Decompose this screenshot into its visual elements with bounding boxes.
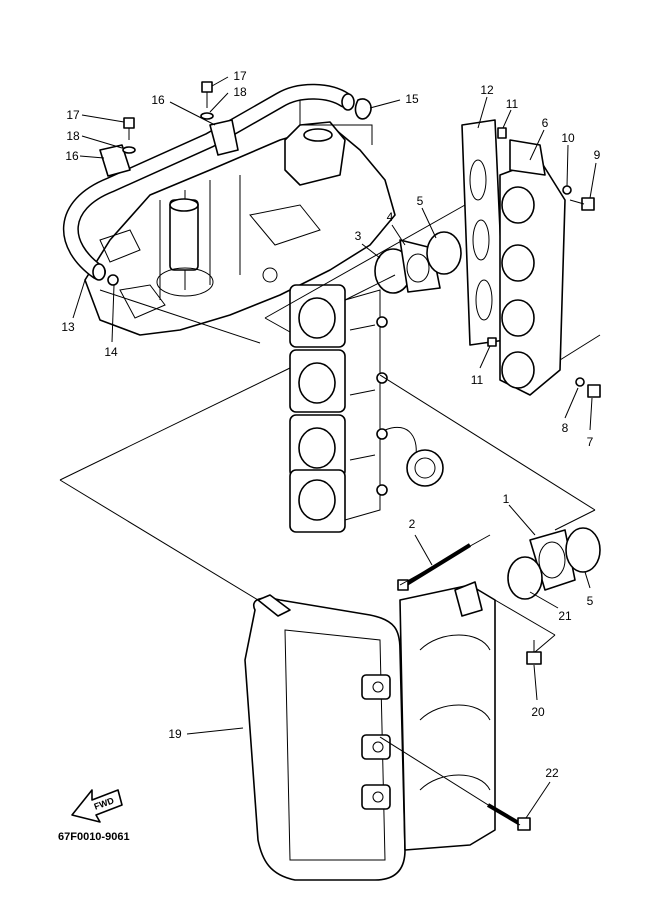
intake-manifold-6 <box>499 139 566 396</box>
engine-block <box>84 121 396 336</box>
callout-10: 10 <box>561 131 575 145</box>
callout-17-lower: 17 <box>66 108 80 122</box>
callouts: 1 2 3 4 5 5 6 7 8 9 10 11 11 12 13 14 15 <box>61 69 601 819</box>
callout-16-upper: 16 <box>151 93 165 107</box>
intake-gasket-12 <box>461 119 506 346</box>
callout-18-upper: 18 <box>233 85 247 99</box>
callout-15: 15 <box>405 92 419 106</box>
callout-17-upper: 17 <box>233 69 247 83</box>
diagram-code: 67F0010-9061 <box>58 831 130 843</box>
callout-3: 3 <box>355 229 362 243</box>
fwd-arrow-icon: FWD <box>71 789 123 823</box>
reference-lines <box>59 100 601 826</box>
callout-16-lower: 16 <box>65 149 79 163</box>
hose-clamp <box>99 119 239 177</box>
manifold-fasteners <box>487 127 601 398</box>
callout-18-lower: 18 <box>66 129 80 143</box>
callout-5-upper: 5 <box>417 194 424 208</box>
callout-11-upper: 11 <box>506 97 519 111</box>
callout-12: 12 <box>480 83 494 97</box>
callout-7: 7 <box>587 435 594 449</box>
hose-13 <box>63 83 355 281</box>
callout-13: 13 <box>61 320 75 334</box>
bolt-20 <box>526 640 542 665</box>
callout-6: 6 <box>542 116 549 130</box>
callout-19: 19 <box>168 727 182 741</box>
callout-4: 4 <box>387 210 394 224</box>
intake-silencer-19 <box>244 581 496 881</box>
small-fasteners <box>107 81 372 286</box>
callout-1: 1 <box>503 492 510 506</box>
flange-gasket-lower <box>507 527 601 600</box>
callout-9: 9 <box>594 148 601 162</box>
callout-8: 8 <box>562 421 569 435</box>
flange-gasket-upper <box>374 231 462 294</box>
callout-22: 22 <box>545 766 559 780</box>
callout-2: 2 <box>409 517 416 531</box>
callout-20: 20 <box>531 705 545 719</box>
callout-11-lower: 11 <box>471 373 484 387</box>
callout-5-lower: 5 <box>587 594 594 608</box>
carburetor-assembly <box>289 284 444 533</box>
callout-14: 14 <box>104 345 118 359</box>
callout-21: 21 <box>558 609 572 623</box>
